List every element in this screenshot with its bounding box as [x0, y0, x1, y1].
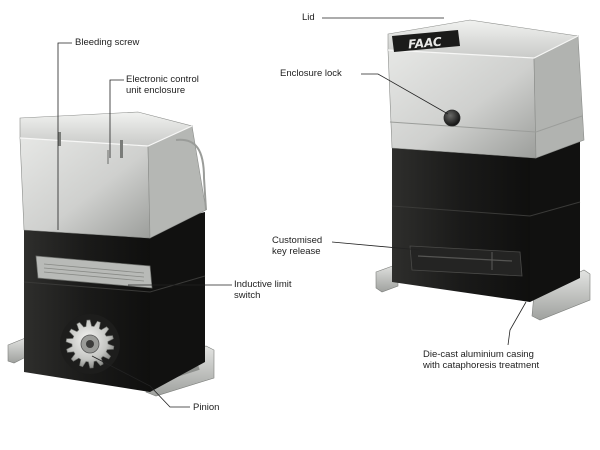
leader-line-bleeding-screw [57, 42, 72, 230]
callout-die-cast-casing: Die-cast aluminium casing with cataphore… [423, 349, 539, 371]
brand-badge: FAAC [392, 30, 460, 52]
right-cover-front [387, 49, 537, 159]
leader-line-pinion [91, 355, 190, 408]
pinion-gear [60, 314, 120, 374]
callout-inductive-limit-switch: Inductive limit switch [234, 279, 292, 301]
callout-pinion: Pinion [193, 402, 219, 413]
callout-control-unit-line2: unit enclosure [126, 85, 186, 96]
leader-line-casing [507, 301, 527, 346]
callout-casing-line1: Die-cast aluminium casing [423, 349, 534, 360]
leader-line-key-release [331, 241, 421, 251]
callout-limit-switch-line1: Inductive limit [234, 279, 292, 290]
enclosure-lock-part [443, 109, 461, 127]
callout-electronic-control-unit-enclosure: Electronic control unit enclosure [126, 74, 199, 96]
leader-lines [57, 17, 527, 408]
callout-key-release-line1: Customised [272, 235, 323, 246]
callout-casing-line2: with cataphoresis treatment [423, 360, 540, 371]
leader-line-enclosure-lock [361, 73, 449, 115]
right-body-side [530, 134, 580, 302]
callout-enclosure-lock: Enclosure lock [280, 68, 342, 79]
callout-lid: Lid [302, 12, 315, 23]
right-base-bracket-right [531, 269, 591, 321]
callout-bleeding-screw-line1: Bleeding screw [75, 37, 140, 48]
inductive-limit-switch-part [35, 255, 153, 289]
callout-lid-line1: Lid [302, 12, 315, 23]
right-body-front [392, 140, 530, 302]
leader-line-control-unit [109, 79, 124, 158]
left-cover-front [19, 137, 151, 239]
callout-bleeding-screw: Bleeding screw [75, 37, 139, 48]
callout-control-unit-line1: Electronic control [126, 74, 199, 85]
left-motor-unit [7, 111, 215, 397]
callout-limit-switch-line2: switch [234, 290, 261, 301]
callout-customised-key-release: Customised key release [272, 235, 322, 257]
callout-key-release-line2: key release [272, 246, 321, 257]
key-release-plate [409, 245, 523, 277]
callout-pinion-line1: Pinion [193, 402, 220, 413]
right-motor-unit: FAAC [375, 19, 591, 321]
left-body-side [150, 212, 205, 392]
callout-enclosure-lock-line1: Enclosure lock [280, 68, 342, 79]
brand-logo: FAAC [408, 35, 443, 52]
